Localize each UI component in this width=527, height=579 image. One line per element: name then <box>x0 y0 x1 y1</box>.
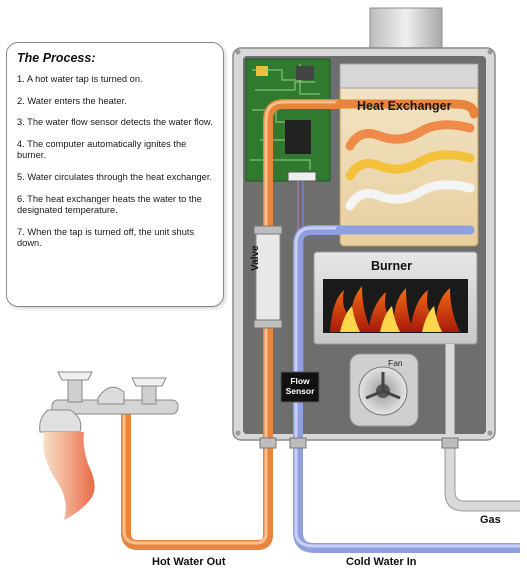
faucet <box>39 371 179 433</box>
flames <box>330 286 460 332</box>
gas-pipe <box>445 440 520 511</box>
heat-exchanger-top <box>339 63 479 89</box>
flow-sensor <box>280 371 320 403</box>
process-step: 5. Water circulates through the heat exc… <box>17 171 213 182</box>
screw <box>487 49 493 55</box>
screw <box>235 430 241 436</box>
burner-label: Burner <box>371 259 412 273</box>
process-step: 3. The water flow sensor detects the wat… <box>17 117 213 128</box>
cold-water-in-label: Cold Water In <box>346 556 417 568</box>
hot-water-pipe <box>263 99 345 455</box>
process-panel: The Process: 1. A hot water tap is turne… <box>6 42 224 307</box>
screw <box>487 430 493 436</box>
pipe-fitting <box>441 437 459 449</box>
chip <box>285 120 311 154</box>
connector <box>287 171 317 182</box>
cold-water-pipe-highlight <box>294 226 340 450</box>
heat-exchanger-coils <box>335 99 479 235</box>
process-title: The Process: <box>17 51 96 65</box>
valve-cap <box>253 225 283 235</box>
flame-cores <box>340 306 442 332</box>
cold-water-in-pipe <box>293 440 520 553</box>
pipe-fitting <box>289 437 307 449</box>
gas-pipe-outline <box>444 440 520 512</box>
pipe-fitting <box>259 437 277 449</box>
process-step: 2. Water enters the heater. <box>17 95 127 106</box>
process-step: 4. The computer automatically ignites th… <box>17 138 187 161</box>
cold-water-pipe <box>293 225 345 455</box>
process-steps: 1. A hot water tap is turned on. 2. Wate… <box>17 74 215 250</box>
valve-label: Valve <box>250 245 261 271</box>
process-step: 6. The heat exchanger heats the water to… <box>17 193 202 216</box>
heat-exchanger-label: Heat Exchanger <box>357 99 452 113</box>
fan-blades <box>365 372 401 400</box>
process-step: 1. A hot water tap is turned on. <box>17 74 143 84</box>
hot-water-pipe-highlight <box>264 100 340 450</box>
fan-label: Fan <box>388 358 403 368</box>
hot-water-out-label: Hot Water Out <box>152 556 226 568</box>
hot-water-out-highlight <box>122 412 268 545</box>
gas-label: Gas <box>480 514 501 526</box>
chip <box>256 66 268 76</box>
screw <box>235 49 241 55</box>
flow-sensor-label: Flow Sensor <box>285 376 315 396</box>
process-step: 7. When the tap is turned off, the unit … <box>17 226 195 249</box>
cold-water-in-highlight <box>294 440 520 548</box>
chip <box>296 66 314 80</box>
hot-water-stream <box>43 432 95 520</box>
valve-cap <box>253 319 283 329</box>
